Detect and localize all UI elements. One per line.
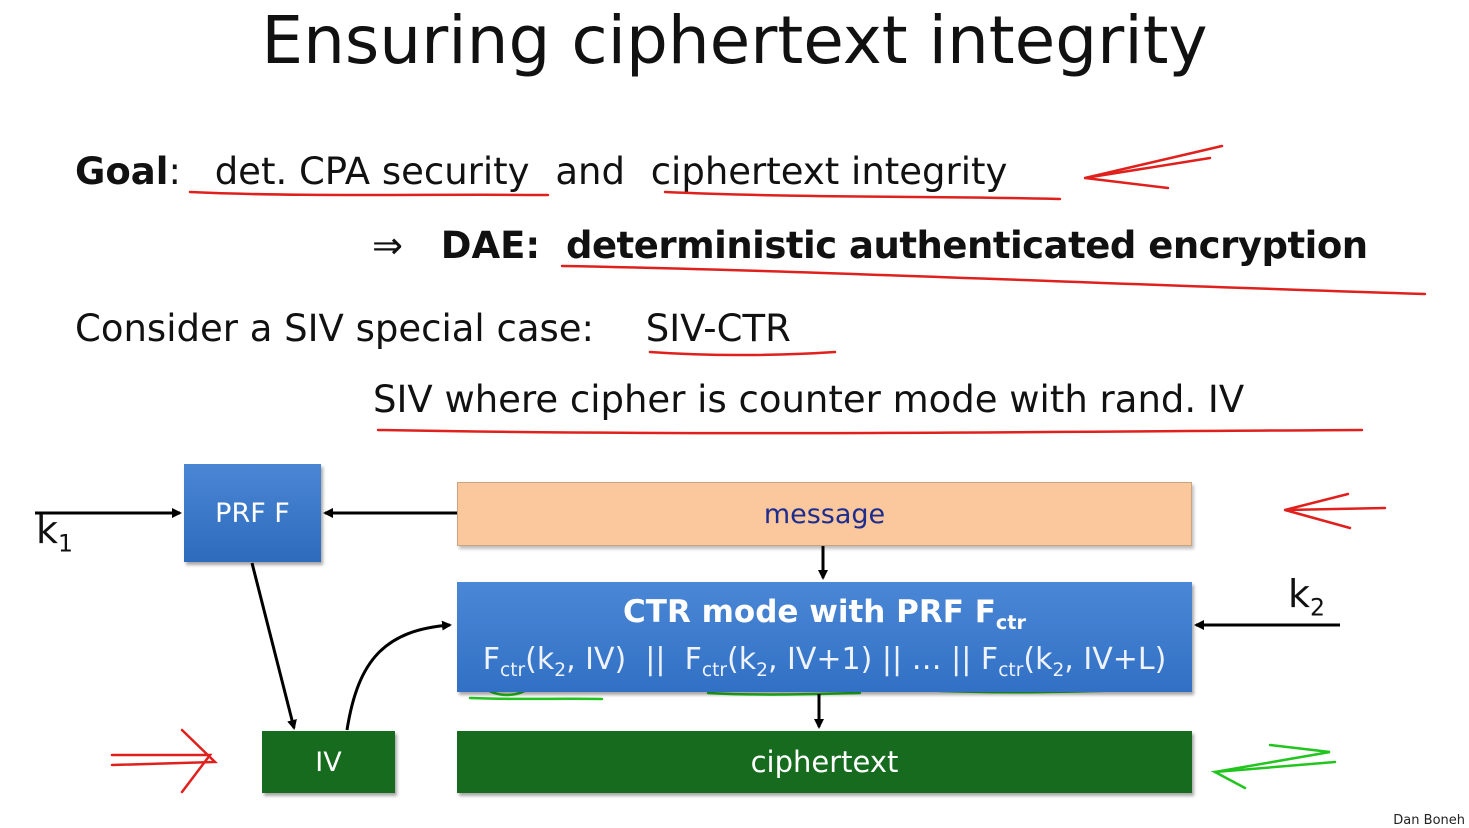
dae-definition: deterministic authenticated encryption	[565, 224, 1368, 267]
red-underlines	[188, 190, 1427, 435]
slide-title: Ensuring ciphertext integrity	[261, 2, 1208, 79]
consider-line: Consider a SIV special case: SIV-CTR	[75, 307, 791, 350]
goal-line: Goal: det. CPA security and ciphertext i…	[75, 150, 1007, 193]
siv-definition-line: SIV where cipher is counter mode with ra…	[373, 378, 1245, 421]
ctr-mode-title: CTR mode with PRF Fctr	[623, 594, 1026, 635]
goal-and: and	[555, 150, 625, 193]
key-k1-label: k1	[36, 508, 73, 558]
red-annotation-arrows	[110, 144, 1387, 794]
goal-part2: ciphertext integrity	[650, 150, 1008, 193]
iv-box: IV	[262, 731, 395, 793]
ctr-mode-box: CTR mode with PRF Fctr Fctr(k2, IV) || F…	[457, 582, 1192, 692]
siv-ctr-name: SIV-CTR	[645, 307, 791, 350]
goal-label: Goal	[75, 150, 169, 193]
consider-text: Consider a SIV special case:	[75, 307, 594, 350]
ciphertext-box: ciphertext	[457, 731, 1192, 793]
key-k2-label: k2	[1288, 572, 1325, 622]
ctr-keystream-formula: Fctr(k2, IV) || Fctr(k2, IV+1) || … || F…	[482, 642, 1167, 682]
implies-line: ⇒ DAE: deterministic authenticated encry…	[372, 224, 1368, 267]
message-box: message	[457, 482, 1192, 546]
author-credit: Dan Boneh	[1393, 813, 1465, 828]
goal-part1: det. CPA security	[214, 150, 530, 193]
dae-label: DAE:	[440, 224, 541, 267]
goal-colon: :	[168, 150, 181, 193]
flow-arrows	[35, 508, 1340, 731]
implies-symbol: ⇒	[372, 224, 404, 267]
prf-box: PRF F	[184, 464, 321, 562]
